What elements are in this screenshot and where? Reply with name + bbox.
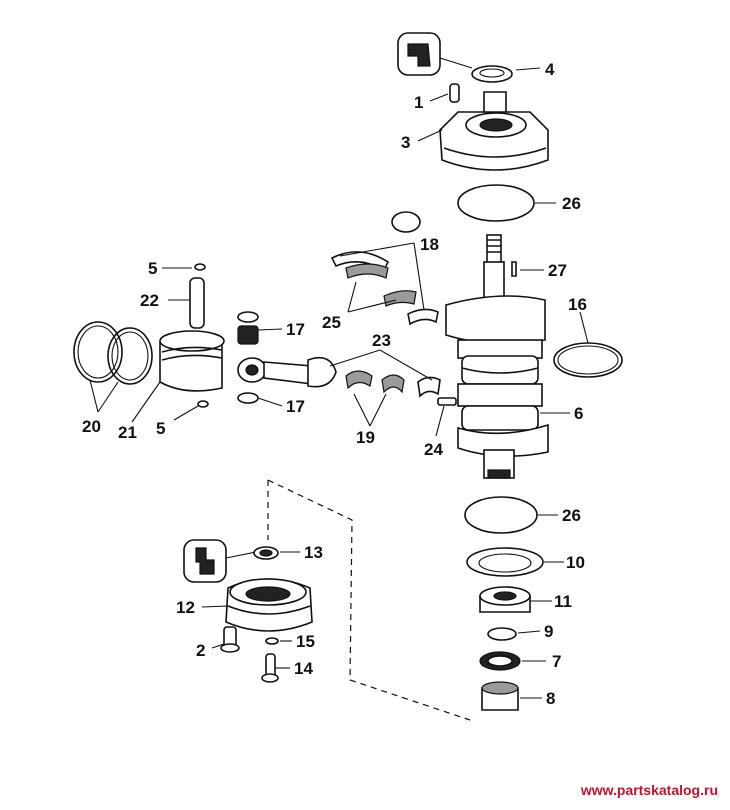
label-16: 16 <box>568 295 587 314</box>
label-3: 3 <box>401 133 410 152</box>
ball-bearing-11 <box>479 586 531 613</box>
tool-icon-bottom <box>183 539 227 583</box>
screw-24 <box>437 397 457 406</box>
key-27 <box>511 261 517 277</box>
tool-icon-top <box>397 32 441 76</box>
label-9: 9 <box>544 622 553 641</box>
clip-5-top <box>194 263 206 271</box>
label-21: 21 <box>118 423 137 442</box>
pin-1 <box>449 83 460 103</box>
o-ring-26-top <box>457 184 535 222</box>
label-23: 23 <box>372 331 391 350</box>
label-10: 10 <box>566 553 585 572</box>
label-4: 4 <box>545 60 555 79</box>
clip-5-bottom <box>197 400 209 408</box>
part-number-labels: 1 3 4 26 27 16 6 26 10 11 9 7 8 18 25 23… <box>82 60 587 708</box>
connecting-rod <box>237 356 337 388</box>
label-2: 2 <box>196 641 205 660</box>
label-26-bottom: 26 <box>562 506 581 525</box>
label-5-top: 5 <box>148 259 157 278</box>
label-13: 13 <box>304 543 323 562</box>
needle-bearing-17 <box>237 325 259 345</box>
label-18: 18 <box>420 235 439 254</box>
washer-15 <box>265 637 279 645</box>
label-17-bottom: 17 <box>286 397 305 416</box>
washer-17-bottom <box>237 392 259 404</box>
o-ring-26-bottom <box>464 496 538 534</box>
assembly-guide-line <box>267 479 471 721</box>
lower-bearing-housing <box>225 578 313 632</box>
label-15: 15 <box>296 632 315 651</box>
upper-bearing-housing <box>439 91 549 171</box>
label-12: 12 <box>176 598 195 617</box>
label-22: 22 <box>140 291 159 310</box>
watermark-text: www.partskatalog.ru <box>580 782 718 798</box>
seal-4 <box>471 65 513 83</box>
label-27: 27 <box>548 261 567 280</box>
bearing-set-18-25 <box>330 211 439 326</box>
rod-cap-bearings-19 <box>345 370 441 398</box>
bolt-2 <box>220 626 240 653</box>
label-6: 6 <box>574 404 583 423</box>
bolt-14 <box>261 653 279 683</box>
label-7: 7 <box>552 652 561 671</box>
label-8: 8 <box>546 689 555 708</box>
label-25: 25 <box>322 313 341 332</box>
ring-16 <box>553 342 623 378</box>
label-11: 11 <box>554 592 572 611</box>
retaining-ring-9 <box>487 627 517 641</box>
label-20: 20 <box>82 417 101 436</box>
label-24: 24 <box>424 440 443 459</box>
crankshaft <box>445 234 549 479</box>
sleeve-8 <box>481 681 519 711</box>
leader-lines <box>89 67 589 699</box>
label-14: 14 <box>294 659 313 678</box>
piston-pin-22 <box>189 277 205 329</box>
piston-rings-20 <box>73 321 153 385</box>
label-26-top: 26 <box>562 194 581 213</box>
piston-21 <box>159 330 225 392</box>
label-17-top: 17 <box>286 320 305 339</box>
label-19: 19 <box>356 428 375 447</box>
washer-17-top <box>237 311 259 323</box>
label-1: 1 <box>414 93 423 112</box>
label-5-bottom: 5 <box>156 419 165 438</box>
thrust-washer-10 <box>466 547 544 577</box>
